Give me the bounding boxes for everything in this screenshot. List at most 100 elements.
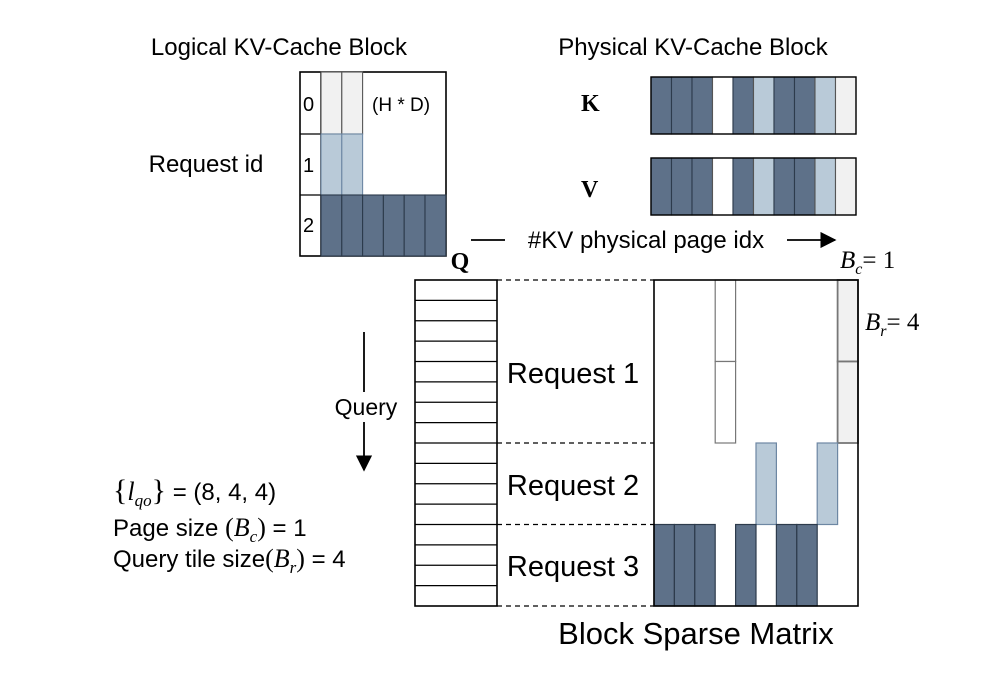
v-page-8 [814, 157, 837, 216]
sparse-block-col3-tile1 [714, 360, 737, 444]
block-sparse-matrix-title: Block Sparse Matrix [558, 616, 834, 651]
page-size-close-paren: ) [257, 513, 266, 542]
query-column [414, 279, 498, 607]
lqo-line: {lqo} = (8, 4, 4) [113, 474, 276, 510]
logical-cell-r2-c0 [320, 194, 343, 257]
query-tile-close-paren: ) [296, 544, 305, 573]
page-size-symbol: B [234, 513, 250, 542]
v-page-3 [711, 157, 734, 216]
logical-cell-r0-c0 [320, 71, 343, 135]
v-page-2 [691, 157, 714, 216]
request-id-label: Request id [149, 151, 264, 178]
row-id-0: 0 [303, 94, 314, 116]
v-page-6 [773, 157, 796, 216]
v-page-7 [793, 157, 816, 216]
k-page-1 [670, 76, 693, 135]
request-3-label: Request 3 [507, 551, 639, 583]
bc-label: Bc= 1 [840, 247, 895, 278]
bc-value: = 1 [862, 247, 895, 274]
br-label: Br= 4 [865, 309, 920, 340]
v-page-0 [650, 157, 673, 216]
query-tile-prefix: Query tile size [113, 546, 265, 573]
page-size-line: Page size (Bc) = 1 [113, 513, 307, 546]
k-page-2 [691, 76, 714, 135]
sparse-block-col8-tile2 [816, 442, 839, 526]
request-2-label: Request 2 [507, 470, 639, 502]
sparse-block-col9-tile1 [836, 360, 859, 444]
kv-page-idx-label: #KV physical page idx [528, 227, 764, 254]
page-size-prefix: Page size [113, 515, 225, 542]
physical-block-title: Physical KV-Cache Block [558, 34, 828, 61]
sparse-block-col0-tile3 [653, 523, 675, 607]
logical-cell-r2-c3 [382, 194, 405, 257]
k-page-4 [732, 76, 755, 135]
query-tile-line: Query tile size(Br) = 4 [113, 544, 346, 577]
page-size-subscript: c [250, 527, 258, 546]
logical-cell-r2-c5 [424, 194, 447, 257]
bc-symbol: B [840, 247, 855, 274]
k-page-6 [773, 76, 796, 135]
k-page-9 [834, 76, 857, 135]
sparse-block-col7-tile3 [796, 523, 818, 607]
logical-cell-r1-c1 [341, 133, 364, 196]
page-size-suffix: = 1 [266, 515, 307, 542]
request-1-label: Request 1 [507, 358, 639, 390]
row-id-2: 2 [303, 215, 314, 237]
row-id-1: 1 [303, 155, 314, 177]
request-boundaries [497, 279, 654, 607]
logical-cell-r1-c0 [320, 133, 343, 196]
br-subscript: r [880, 323, 887, 340]
lqo-close-brace: } [152, 474, 166, 507]
k-row-frame [650, 76, 857, 135]
k-page-5 [752, 76, 775, 135]
logical-cell-r0-c1 [341, 71, 364, 135]
k-label: K [581, 91, 600, 117]
k-page-7 [793, 76, 816, 135]
k-page-0 [650, 76, 673, 135]
query-tile-symbol: B [274, 544, 290, 573]
q-label: Q [451, 249, 470, 275]
v-page-9 [834, 157, 857, 216]
sparse-block-col5-tile2 [755, 442, 777, 526]
k-page-row [650, 76, 857, 135]
logical-cell-r2-c2 [362, 194, 384, 257]
page-size-open-paren: ( [225, 513, 234, 542]
lqo-open-brace: { [113, 474, 127, 507]
v-row-frame [650, 157, 857, 216]
sparse-block-col2-tile3 [694, 523, 716, 607]
query-tile-suffix: = 4 [305, 546, 346, 573]
lqo-symbol: l [127, 477, 134, 506]
logical-kv-cache-block: 0 1 2 (H * D) [299, 71, 447, 257]
query-label-mask [326, 392, 404, 422]
logical-cells [320, 71, 447, 257]
v-page-5 [752, 157, 775, 216]
sparse-block-col4-tile3 [734, 523, 757, 607]
br-symbol: B [865, 309, 880, 336]
v-page-row [650, 157, 857, 216]
v-label: V [581, 177, 599, 203]
query-tile-subscript: r [290, 558, 297, 577]
query-label: Query [335, 394, 398, 420]
lqo-value: = (8, 4, 4) [166, 479, 276, 506]
block-sparse-matrix-frame [653, 279, 859, 607]
arrow-label-mask [505, 224, 787, 254]
block-sparse-cells [653, 279, 859, 607]
v-page-4 [732, 157, 755, 216]
sparse-block-col1-tile3 [673, 523, 696, 607]
sparse-block-col9-tile0 [836, 279, 859, 363]
br-value: = 4 [887, 309, 920, 336]
k-page-8 [814, 76, 837, 135]
v-page-1 [670, 157, 693, 216]
sparse-block-col3-tile0 [714, 279, 737, 363]
logical-cell-r2-c1 [341, 194, 364, 257]
bc-subscript: c [855, 261, 862, 278]
k-page-3 [711, 76, 734, 135]
logical-cell-r2-c4 [403, 194, 426, 257]
sparse-block-col6-tile3 [775, 523, 798, 607]
lqo-subscript: qo [135, 491, 152, 510]
logical-block-title: Logical KV-Cache Block [151, 34, 408, 61]
hd-label: (H * D) [372, 95, 430, 116]
query-tile-open-paren: ( [265, 544, 274, 573]
